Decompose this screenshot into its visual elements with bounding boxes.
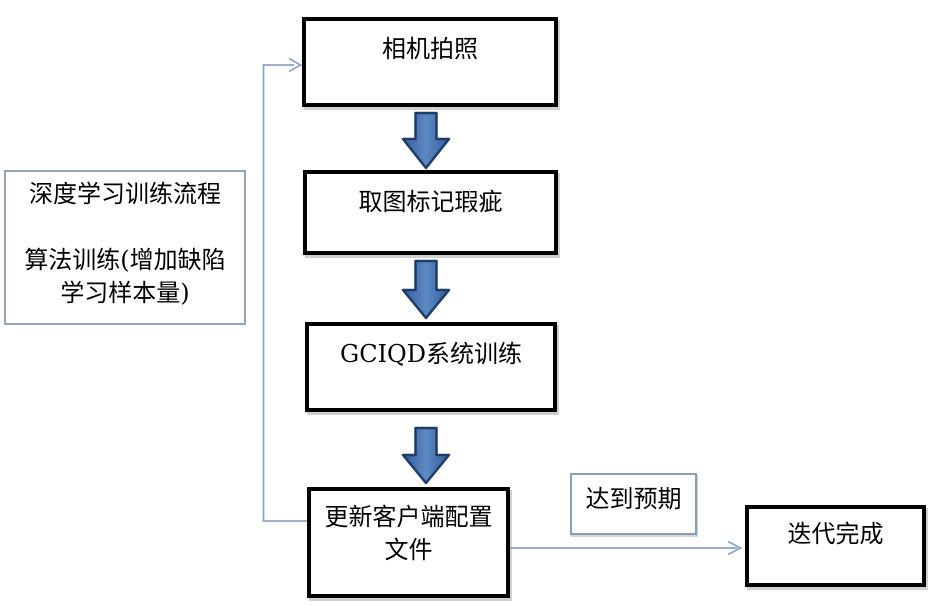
node-complete: 迭代完成	[745, 505, 926, 587]
node-update-label: 更新客户端配置文件	[324, 503, 493, 564]
down-block-arrow-3	[401, 426, 451, 485]
node-train-label: GCIQD系统训练	[340, 340, 522, 368]
note-box: 深度学习训练流程 算法训练(增加缺陷 学习样本量)	[4, 170, 246, 325]
note-line-3: 学习样本量)	[60, 279, 190, 307]
label-expectation: 达到预期	[570, 473, 697, 535]
node-annotate-label: 取图标记瑕疵	[358, 188, 503, 216]
down-block-arrow-1	[401, 111, 451, 170]
down-block-arrow-2	[401, 259, 451, 320]
note-line-1: 深度学习训练流程	[29, 180, 221, 208]
feedback-loop-connector	[262, 57, 307, 522]
node-complete-label: 迭代完成	[787, 520, 884, 548]
note-line-spacer	[6, 211, 244, 244]
note-line-2: 算法训练(增加缺陷	[24, 246, 226, 274]
result-arrow	[510, 540, 743, 556]
label-expectation-text: 达到预期	[585, 485, 682, 513]
node-annotate: 取图标记瑕疵	[303, 170, 558, 255]
node-update: 更新客户端配置文件	[307, 487, 510, 598]
node-camera-label: 相机拍照	[382, 35, 478, 63]
node-camera: 相机拍照	[302, 17, 558, 107]
node-train: GCIQD系统训练	[305, 322, 557, 412]
